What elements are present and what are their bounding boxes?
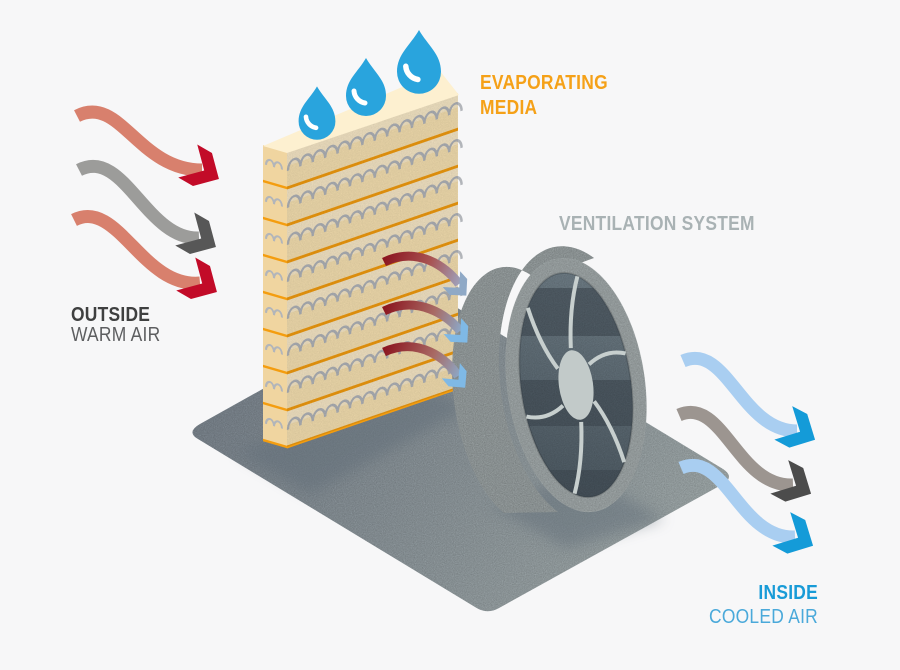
media-texture: [287, 93, 458, 447]
warm-air-arrow: [71, 210, 201, 290]
media-end-face: [263, 145, 287, 449]
neutral-air-arrow: [76, 159, 200, 245]
cooled-air-outflow-arrows: [676, 352, 824, 563]
media-front-face: [286, 93, 463, 449]
fan-housing-texture: [452, 246, 594, 513]
inside-label-title: INSIDE: [758, 582, 818, 604]
fan-blade-icon: [565, 422, 591, 494]
evaporating-media-label-line2: MEDIA: [480, 97, 538, 119]
fan-blade-icon: [526, 378, 563, 445]
fan-spokes: [508, 271, 644, 499]
transition-arrow: [382, 300, 464, 334]
water-droplet-icon: [298, 86, 336, 140]
evaporating-media-label-line1: EVAPORATING: [480, 72, 608, 94]
fan-blade-icon: [561, 276, 587, 348]
media-end-face-lines: [263, 179, 287, 449]
media-shadow: [238, 388, 468, 494]
fan-blade-icon: [589, 326, 626, 393]
cool-air-arrow: [680, 352, 798, 438]
transition-arrow: [382, 251, 463, 287]
warm-air-arrow: [74, 105, 203, 177]
transition-arrow: [382, 342, 462, 379]
evaporating-media-label: EVAPORATING MEDIA: [480, 71, 608, 121]
inside-cooled-air-label: INSIDE COOLED AIR: [644, 581, 818, 629]
fan-blade-icon: [524, 308, 562, 369]
outside-label-subtitle: WARM AIR: [71, 324, 161, 346]
ventilation-system-label: VENTILATION SYSTEM: [559, 213, 755, 235]
ventilation-fan: [452, 246, 647, 513]
fan-hub: [558, 350, 594, 420]
water-droplet-icon: [397, 30, 441, 94]
outside-label-title: OUTSIDE: [71, 304, 151, 326]
transition-arrows: [382, 251, 477, 396]
fan-blades: [508, 271, 644, 499]
water-droplet-icon: [346, 58, 386, 116]
fan-blade-icon: [590, 401, 628, 462]
neutral-air-arrow: [676, 406, 794, 492]
cool-air-arrow: [678, 459, 796, 544]
inside-label-subtitle: COOLED AIR: [709, 606, 818, 628]
warm-air-inflow-arrows: [71, 105, 229, 309]
outside-warm-air-label: OUTSIDE WARM AIR: [71, 305, 160, 345]
